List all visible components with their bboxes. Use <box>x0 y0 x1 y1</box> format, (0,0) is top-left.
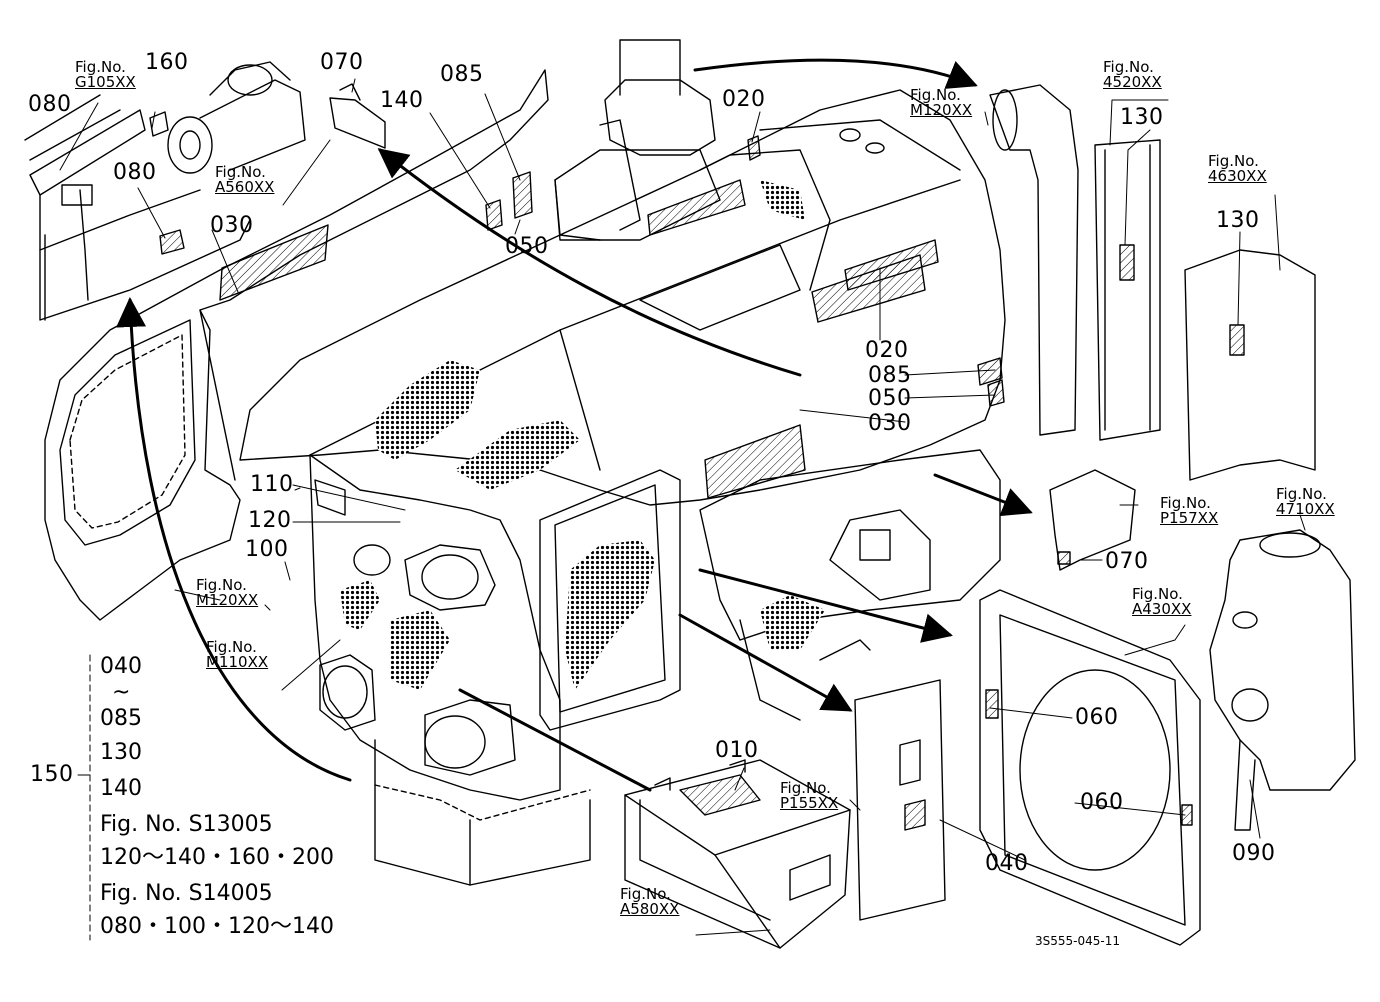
fig-ref-m110: Fig.No.M110XX <box>206 638 269 671</box>
fig-ref-4710: Fig.No.4710XX <box>1276 485 1335 518</box>
fig-ref-p157: Fig.No.P157XX <box>1160 494 1219 527</box>
part-label-020: 020 <box>722 87 766 112</box>
part-label-130: 130 <box>1216 208 1260 233</box>
fig-ref-a560: Fig.No.A560XX <box>215 163 275 196</box>
part-label-130: 130 <box>1120 105 1164 130</box>
rear-cover <box>1184 249 1316 481</box>
group-150-line: 130 <box>100 740 142 765</box>
part-label-150: 150 <box>30 762 74 787</box>
part-label-050: 050 <box>868 386 912 411</box>
group-150-line: 080・100・120～140 <box>100 914 334 939</box>
leader-lines <box>59 78 1306 941</box>
fuel-tank <box>1209 529 1356 831</box>
left-side-panel <box>44 69 549 621</box>
starter-motor <box>149 61 306 174</box>
part-label-110: 110 <box>250 472 294 497</box>
part-label-070: 070 <box>1105 549 1149 574</box>
part-label-090: 090 <box>1232 841 1276 866</box>
group-150-line: Fig. No. S13005 <box>100 812 273 837</box>
drawing-code: 3S555-045-11 <box>1035 934 1120 948</box>
part-label-100: 100 <box>245 537 289 562</box>
part-label-085: 085 <box>440 62 484 87</box>
front-weight <box>374 739 591 886</box>
front-frame <box>24 94 251 321</box>
part-label-060: 060 <box>1080 790 1124 815</box>
group-150-line: Fig. No. S14005 <box>100 881 273 906</box>
part-label-120: 120 <box>248 508 292 533</box>
fig-ref-a580: Fig.No.A580XX <box>620 885 680 918</box>
radiator-side-panel <box>854 679 946 921</box>
group-150-line: 040 <box>100 654 142 679</box>
engine-block <box>699 449 1001 721</box>
fan-shroud <box>979 589 1201 946</box>
part-label-070: 070 <box>320 50 364 75</box>
part-label-080: 080 <box>113 160 157 185</box>
decals <box>159 135 1005 499</box>
part-label-030: 030 <box>210 213 254 238</box>
part-label-040: 040 <box>985 851 1029 876</box>
front-grille <box>309 454 561 801</box>
part-label-020: 020 <box>865 338 909 363</box>
fig-ref-p155: Fig.No.P155XX <box>780 779 839 812</box>
fig-ref-4630: Fig.No.4630XX <box>1208 152 1267 185</box>
part-label-160: 160 <box>145 50 189 75</box>
bracket-070-top <box>329 83 386 149</box>
fig-ref-m120: Fig.No.M120XX <box>196 576 259 609</box>
group-150-line: 085 <box>100 706 142 731</box>
side-cover <box>539 469 681 731</box>
camo-decals <box>340 180 825 690</box>
part-label-140: 140 <box>380 88 424 113</box>
part-label-050: 050 <box>505 234 549 259</box>
fig-ref-a430: Fig.No.A430XX <box>1132 585 1192 618</box>
battery <box>624 759 851 949</box>
fig-ref-m120: Fig.No.M120XX <box>910 86 973 119</box>
bracket-070-right <box>1049 469 1136 571</box>
fig-ref-g105: Fig.No.G105XX <box>75 58 136 91</box>
fig-ref-4520: Fig.No.4520XX <box>1103 58 1162 91</box>
part-label-030: 030 <box>868 411 912 436</box>
group-150-line: 120～140・160・200 <box>100 845 334 870</box>
group-150-line: ~ <box>112 680 131 705</box>
part-label-085: 085 <box>868 363 912 388</box>
part-label-060: 060 <box>1075 705 1119 730</box>
part-label-010: 010 <box>715 738 759 763</box>
air-intake-pipe <box>989 84 1161 441</box>
part-label-080: 080 <box>28 92 72 117</box>
group-150-line: 140 <box>100 776 142 801</box>
arrows <box>116 58 1033 792</box>
